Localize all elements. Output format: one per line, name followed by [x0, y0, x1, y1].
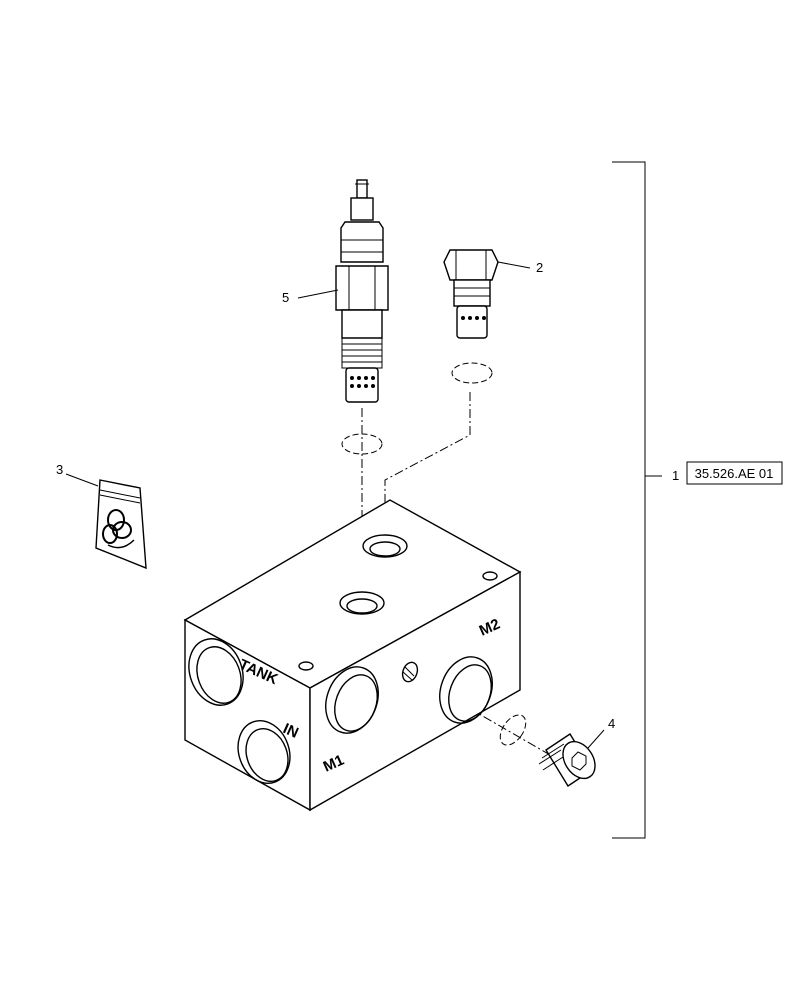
- leader-5: [297, 289, 339, 299]
- reference-box-label[interactable]: 35.526.AE 01: [695, 466, 774, 481]
- callout-5: 5: [282, 290, 289, 305]
- plug-item4: [538, 733, 596, 787]
- leader-4: [587, 729, 605, 749]
- valve-block: [183, 499, 522, 812]
- callout-1: 1: [672, 468, 679, 483]
- leader-3: [65, 473, 99, 487]
- port-label-in: IN: [280, 720, 301, 742]
- check-valve-item2: [443, 249, 499, 339]
- leader-2: [497, 261, 531, 269]
- reference-box[interactable]: [686, 461, 783, 485]
- o-ring-item4: [499, 714, 527, 746]
- callout-3: 3: [56, 462, 63, 477]
- seal-kit-bag-item3: [95, 479, 147, 570]
- callout-4: 4: [608, 716, 615, 731]
- o-ring-item5: [341, 433, 383, 455]
- cartridge-valve-item5: [335, 179, 389, 403]
- o-ring-item2: [451, 362, 493, 384]
- callout-2: 2: [536, 260, 543, 275]
- assembly-bracket: [612, 161, 662, 839]
